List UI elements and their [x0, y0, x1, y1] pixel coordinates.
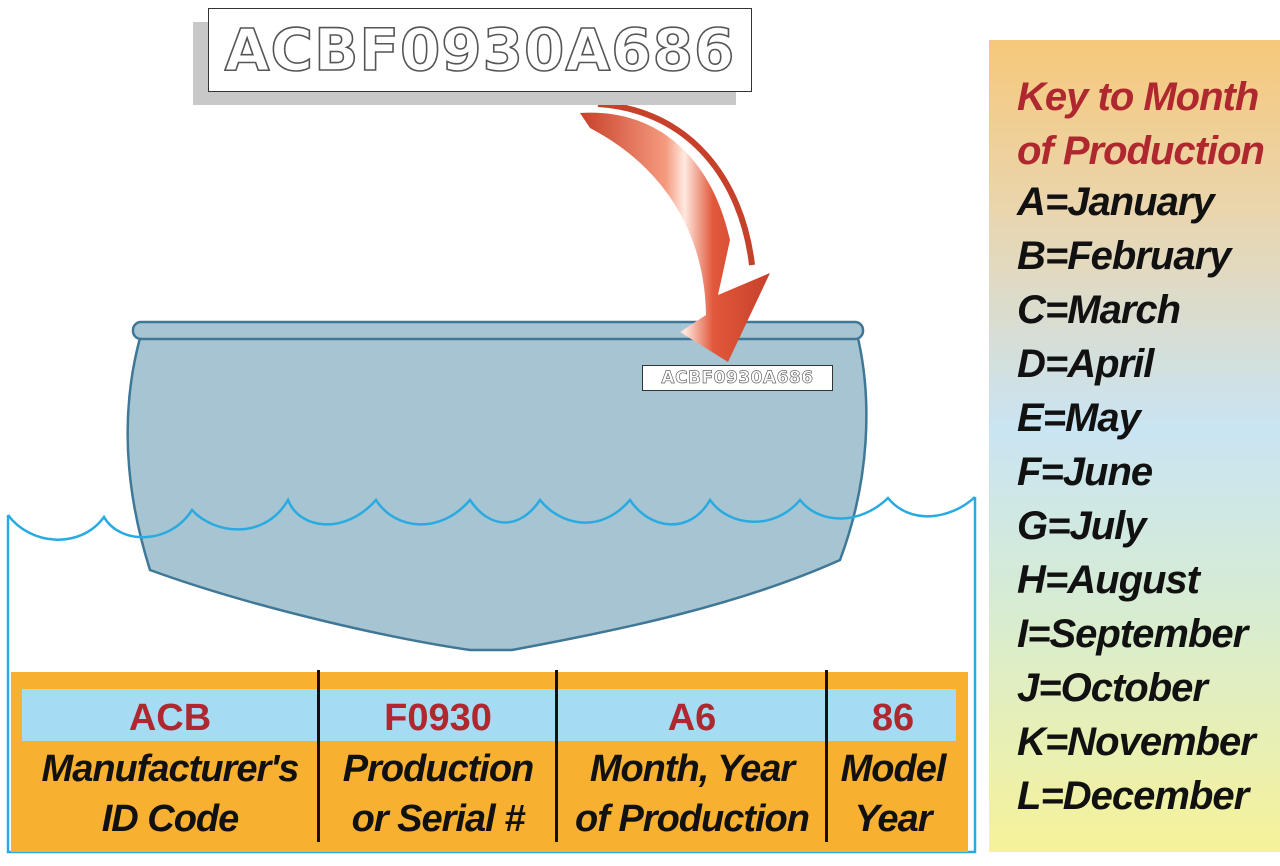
decode-column-month-year: A6 Month, Year of Production: [558, 672, 826, 852]
month-key-item: A=January: [1017, 180, 1215, 224]
decode-description: Model Year: [828, 744, 958, 844]
boat-gunwale: [131, 320, 865, 341]
decode-desc-line: ID Code: [101, 798, 240, 840]
hin-plate: ACBF0930A686: [208, 8, 752, 92]
pointer-arrow: [580, 112, 770, 362]
month-key-item: C=March: [1017, 288, 1181, 332]
month-key-item: D=April: [1017, 342, 1154, 386]
month-key-title-line: of Production: [1017, 129, 1265, 173]
decode-separator: [555, 670, 558, 842]
decode-desc-line: Production: [342, 748, 535, 790]
decode-code: A6: [667, 697, 717, 739]
month-key-item: J=October: [1017, 666, 1208, 710]
water-surface: [6, 496, 976, 541]
decode-separator: [825, 670, 828, 842]
water-tank-outline: [6, 497, 977, 854]
decode-column-serial: F0930 Production or Serial #: [320, 672, 556, 852]
hull-hin-tag-text: ACBF0930A686: [661, 368, 814, 389]
month-key-item: G=July: [1017, 504, 1147, 548]
decode-code: ACB: [128, 697, 212, 739]
hull-hin-tag: ACBF0930A686: [642, 365, 833, 391]
month-key-item: I=September: [1017, 612, 1248, 656]
decode-desc-line: Month, Year: [589, 748, 795, 790]
month-key-panel: Key to Month of Production A=January B=F…: [989, 40, 1280, 852]
hin-plate-text: ACBF0930A686: [224, 15, 736, 85]
month-key-item: B=February: [1017, 234, 1231, 278]
month-key-title-line: Key to Month: [1017, 75, 1259, 119]
decode-desc-line: of Production: [575, 798, 810, 840]
decode-desc-line: Manufacturer's: [41, 748, 300, 790]
decode-desc-line: or Serial #: [351, 798, 526, 840]
decode-code: 86: [871, 697, 915, 739]
decode-column-manufacturer: ACB Manufacturer's ID Code: [22, 672, 318, 852]
month-key-item: K=November: [1017, 720, 1256, 764]
decode-column-model-year: 86 Model Year: [828, 672, 958, 852]
hin-decode-table: ACB Manufacturer's ID Code F0930 Product…: [11, 670, 968, 852]
month-key-title: Key to Month of Production: [1017, 70, 1280, 178]
month-key-item: E=May: [1017, 396, 1141, 440]
month-key-item: F=June: [1017, 450, 1153, 494]
decode-description: Manufacturer's ID Code: [22, 744, 318, 844]
pointer-arrow-edge: [597, 101, 755, 266]
decode-description: Production or Serial #: [320, 744, 556, 844]
month-key-item: H=August: [1017, 558, 1200, 602]
month-key-item: L=December: [1017, 774, 1249, 818]
decode-desc-line: Year: [854, 798, 933, 840]
decode-desc-line: Model: [840, 748, 947, 790]
decode-code-band: [22, 689, 956, 741]
boat-hull: [126, 336, 868, 652]
decode-separator: [317, 670, 320, 842]
decode-description: Month, Year of Production: [558, 744, 826, 844]
decode-code: F0930: [384, 697, 492, 739]
